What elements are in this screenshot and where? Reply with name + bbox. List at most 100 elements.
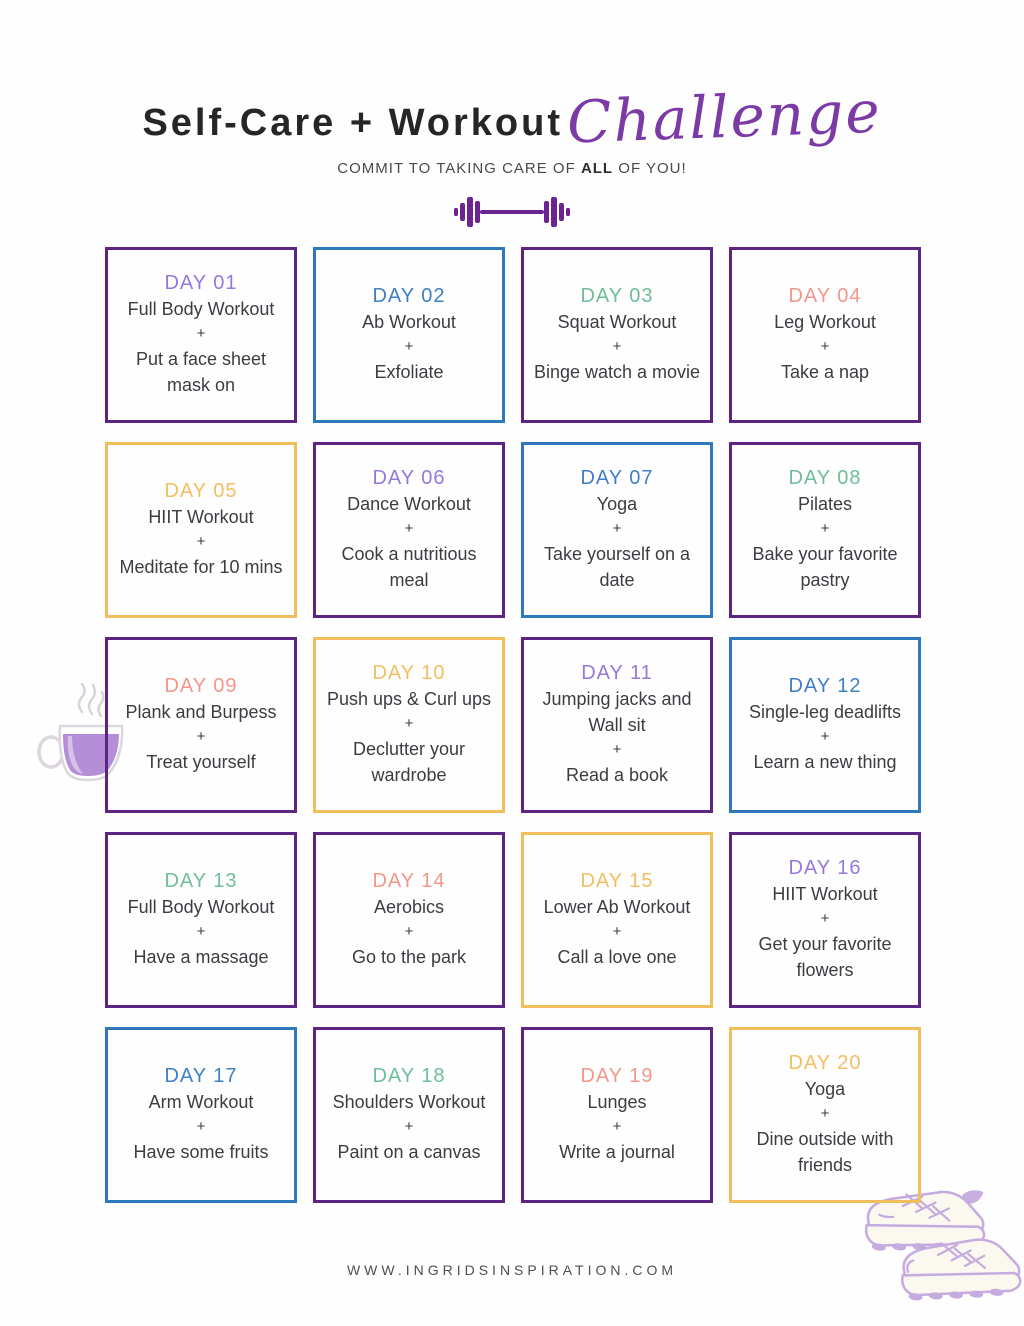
self-care-text: Take a nap <box>780 362 870 382</box>
self-care-text: Cook a nutritious meal <box>341 543 477 591</box>
day-label: DAY 10 <box>372 661 446 684</box>
day-card: DAY 16 HIIT Workout + Get your favorite flo… <box>729 832 921 1008</box>
day-label: DAY 14 <box>372 869 446 892</box>
self-care-text: Have a massage <box>133 947 269 967</box>
subtitle-text: COMMIT TO TAKING CARE OF <box>337 160 581 177</box>
plus-separator: + <box>612 338 622 355</box>
workout-text: Aerobics <box>373 896 445 917</box>
plus-separator: + <box>404 1118 414 1135</box>
day-card: DAY 14 Aerobics + Go to the park <box>313 832 505 1008</box>
plus-separator: + <box>196 728 206 745</box>
plus-separator: + <box>196 533 206 550</box>
workout-text: Pilates <box>797 493 853 514</box>
day-label: DAY 18 <box>372 1064 446 1087</box>
self-care-text: Meditate for 10 mins <box>119 557 283 577</box>
plus-separator: + <box>820 728 830 745</box>
self-care-text: Binge watch a movie <box>533 362 701 382</box>
day-label: DAY 03 <box>580 284 654 307</box>
page-title-script: Challenge <box>565 77 883 157</box>
subtitle-text: OF YOU! <box>613 160 687 177</box>
day-card: DAY 03 Squat Workout + Binge watch a movie <box>521 247 713 423</box>
workout-text: Shoulders Workout <box>332 1091 486 1112</box>
day-label: DAY 11 <box>581 661 653 684</box>
workout-text: Single-leg deadlifts <box>748 701 902 722</box>
self-care-text: Write a journal <box>559 1142 675 1162</box>
self-care-text: Call a love one <box>557 947 677 967</box>
day-label: DAY 17 <box>164 1064 238 1087</box>
subtitle: COMMIT TO TAKING CARE OF ALL OF YOU! <box>0 160 1024 177</box>
self-care-text: Get your favorite flowers <box>758 933 892 981</box>
workout-text: HIIT Workout <box>148 506 254 527</box>
self-care-text: Declutter your wardrobe <box>352 738 466 786</box>
header: Self-Care + Workout Challenge <box>0 78 1024 157</box>
plus-separator: + <box>196 1118 206 1135</box>
self-care-text: Exfoliate <box>374 362 444 382</box>
plus-separator: + <box>820 909 830 927</box>
day-card: DAY 05 HIIT Workout + Meditate for 10 mins <box>105 442 297 618</box>
self-care-text: Learn a new thing <box>753 752 897 772</box>
plus-separator: + <box>612 741 622 759</box>
self-care-text: Treat yourself <box>146 752 256 772</box>
day-card: DAY 02 Ab Workout + Exfoliate <box>313 247 505 423</box>
day-label: DAY 12 <box>788 674 862 697</box>
plus-separator: + <box>820 338 830 355</box>
day-label: DAY 08 <box>788 466 862 489</box>
day-label: DAY 01 <box>164 271 238 294</box>
day-card: DAY 11 Jumping jacks and Wall sit + Read a … <box>521 637 713 813</box>
plus-separator: + <box>820 1104 830 1122</box>
day-label: DAY 02 <box>372 284 446 307</box>
self-care-text: Read a book <box>565 765 669 786</box>
day-label: DAY 19 <box>580 1064 654 1087</box>
workout-text: Yoga <box>596 493 638 514</box>
day-label: DAY 16 <box>788 856 862 879</box>
workout-text: Jumping jacks and Wall sit <box>542 688 692 735</box>
workout-text: Ab Workout <box>362 311 456 332</box>
workout-text: Leg Workout <box>774 311 876 332</box>
challenge-grid: DAY 01 Full Body Workout + Put a face sheet… <box>105 247 921 1203</box>
plus-separator: + <box>404 923 414 940</box>
plus-separator: + <box>196 923 206 940</box>
workout-text: Plank and Burpess <box>125 701 277 722</box>
day-card: DAY 19 Lunges + Write a journal <box>521 1027 713 1203</box>
self-care-text: Bake your favorite pastry <box>752 543 898 591</box>
self-care-text: Take yourself on a date <box>543 543 691 591</box>
self-care-text: Put a face sheet mask on <box>135 348 267 396</box>
workout-text: Lower Ab Workout <box>543 896 691 917</box>
self-care-text: Have some fruits <box>133 1142 269 1162</box>
day-card: DAY 15 Lower Ab Workout + Call a love one <box>521 832 713 1008</box>
day-card: DAY 04 Leg Workout + Take a nap <box>729 247 921 423</box>
footer-website: WWW.INGRIDSINSPIRATION.COM <box>346 1262 678 1278</box>
workout-text: Full Body Workout <box>127 896 275 917</box>
day-label: DAY 04 <box>788 284 862 307</box>
day-label: DAY 06 <box>372 466 446 489</box>
page-title: Self-Care + Workout <box>142 102 563 144</box>
day-label: DAY 20 <box>788 1051 862 1074</box>
self-care-text: Dine outside with friends <box>756 1128 894 1176</box>
workout-text: Lunges <box>587 1091 647 1112</box>
plus-separator: + <box>612 1118 622 1135</box>
plus-separator: + <box>820 519 830 537</box>
workout-text: Push ups & Curl ups <box>326 688 492 709</box>
day-card: DAY 08 Pilates + Bake your favorite pastry <box>729 442 921 618</box>
day-card: DAY 13 Full Body Workout + Have a massage <box>105 832 297 1008</box>
workout-text: Squat Workout <box>557 311 677 332</box>
plus-separator: + <box>612 923 622 940</box>
day-card: DAY 12 Single-leg deadlifts + Learn a new t… <box>729 637 921 813</box>
workout-text: HIIT Workout <box>772 883 878 904</box>
day-label: DAY 05 <box>164 479 238 502</box>
plus-separator: + <box>404 714 414 732</box>
subtitle-bold-text: ALL <box>580 160 614 177</box>
workout-text: Full Body Workout <box>127 298 275 319</box>
self-care-text: Go to the park <box>351 947 467 967</box>
day-label: DAY 15 <box>580 869 654 892</box>
day-card: DAY 10 Push ups & Curl ups + Declutter your… <box>313 637 505 813</box>
day-label: DAY 09 <box>164 674 238 697</box>
plus-separator: + <box>404 338 414 355</box>
day-label: DAY 13 <box>164 869 238 892</box>
workout-text: Dance Workout <box>347 493 471 514</box>
